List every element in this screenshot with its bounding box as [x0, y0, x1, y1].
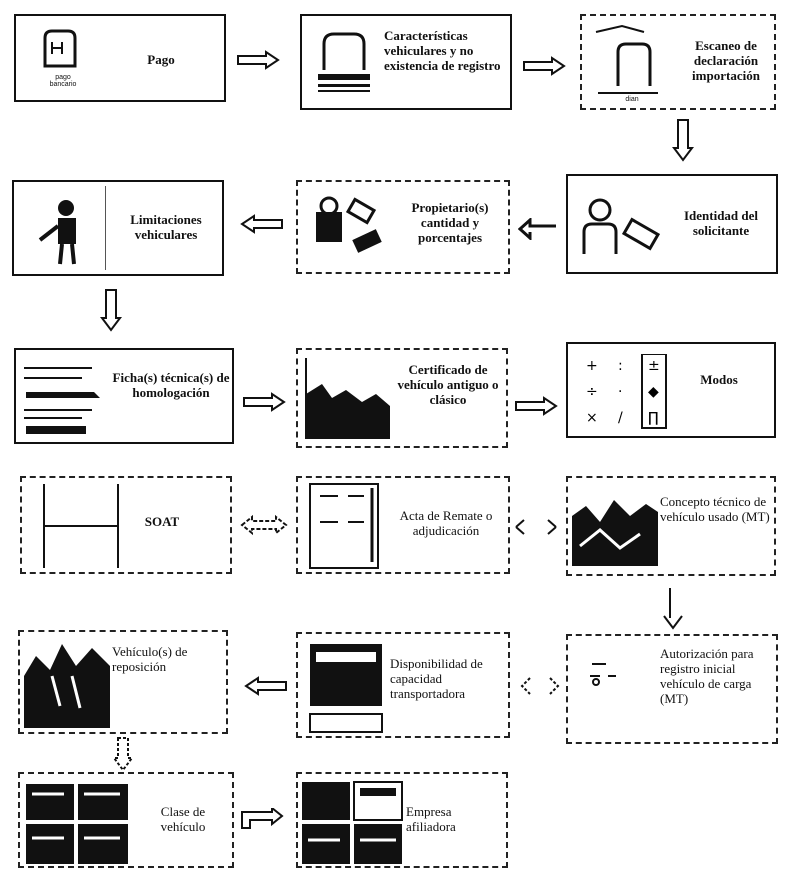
arrow-right-2: [523, 56, 566, 76]
arrow-both-3: [520, 677, 560, 695]
svg-text:÷: ÷: [586, 384, 598, 400]
collage-icon: [26, 784, 128, 864]
grid-symbols-icon: + : ± ÷ · ◆ × / ∏: [586, 354, 667, 429]
svg-text:×: ×: [586, 410, 598, 426]
arrow-down-1: [672, 119, 694, 162]
label-autorizacion: Autorización para registro inicial vehíc…: [660, 646, 754, 706]
node-soat[interactable]: SOAT: [20, 476, 232, 574]
document-stack-icon: [318, 32, 370, 92]
small-doc-icon: [590, 663, 616, 686]
photo-icon: [24, 644, 110, 728]
person-figure-icon: [38, 200, 76, 265]
label-certificado: Certificado de vehículo antiguo o clásic…: [397, 362, 499, 407]
svg-text:∏: ∏: [648, 410, 659, 426]
node-acta[interactable]: Acta de Remate o adjudicación: [296, 476, 510, 574]
node-identidad[interactable]: Identidad del solicitante: [566, 174, 778, 274]
label-empresa: Empresa afiliadora: [406, 804, 456, 834]
svg-text:+: +: [586, 358, 598, 374]
photo-icon: [305, 358, 390, 439]
table-lines-icon: [43, 484, 119, 568]
photo-icon: [309, 644, 383, 733]
label-disponibilidad: Disponibilidad de capacidad transportado…: [390, 656, 483, 701]
label-reposicion: Vehículo(s) de reposición: [112, 644, 188, 674]
node-empresa[interactable]: Empresa afiliadora: [296, 772, 508, 868]
label-declaracion: Escaneo de declaración importación: [692, 38, 760, 83]
svg-text:±: ±: [648, 358, 660, 374]
label-soat: SOAT: [144, 514, 180, 529]
node-declaracion[interactable]: dian Escaneo de declaración importación: [580, 14, 776, 110]
label-clase: Clase de vehículo: [160, 804, 206, 834]
label-acta: Acta de Remate o adjudicación: [399, 508, 493, 538]
node-clase[interactable]: Clase de vehículo: [18, 772, 234, 868]
label-propietarios: Propietario(s) cantidad y porcentajes: [411, 200, 489, 245]
svg-text:·: ·: [618, 384, 622, 400]
node-reposicion[interactable]: Vehículo(s) de reposición: [18, 630, 228, 734]
label-limitaciones: Limitaciones vehiculares: [130, 212, 202, 242]
arrow-left-1: [518, 218, 556, 240]
photo-icon: [572, 500, 658, 566]
node-autorizacion[interactable]: Autorización para registro inicial vehíc…: [566, 634, 778, 744]
arrow-both-2: [515, 519, 557, 535]
label-identidad: Identidad del solicitante: [683, 208, 759, 238]
arrow-right-1: [237, 50, 280, 70]
people-card-icon: [316, 196, 382, 253]
node-propietarios[interactable]: Propietario(s) cantidad y porcentajes: [296, 180, 510, 274]
label-modos: Modos: [700, 372, 738, 387]
label-ficha: Ficha(s) técnica(s) de homologación: [112, 370, 230, 400]
node-limitaciones[interactable]: Limitaciones vehiculares: [12, 180, 224, 276]
person-card-icon: [582, 198, 661, 254]
arrow-left-3: [244, 676, 287, 696]
label-concepto: Concepto técnico de vehículo usado (MT): [660, 494, 770, 524]
node-concepto[interactable]: Concepto técnico de vehículo usado (MT): [566, 476, 776, 576]
svg-text:◆: ◆: [648, 384, 659, 400]
vehicle-lines-icon: [24, 367, 100, 434]
arrow-left-2: [240, 214, 283, 234]
arrow-right-4: [515, 396, 558, 416]
document-scan-icon: [595, 24, 658, 94]
collage-icon: [302, 781, 403, 864]
declaracion-caption: dian: [625, 96, 639, 103]
label-caracteristicas: Características vehiculares y no existen…: [384, 28, 501, 73]
arrow-right-5: [241, 808, 284, 829]
node-ficha[interactable]: Ficha(s) técnica(s) de homologación: [14, 348, 234, 444]
arrow-right-3: [243, 392, 286, 412]
document-icon: [43, 29, 77, 68]
node-certificado[interactable]: Certificado de vehículo antiguo o clásic…: [296, 348, 508, 448]
svg-text:/: /: [618, 410, 623, 426]
label-pago: Pago: [147, 52, 175, 67]
arrow-down-3: [663, 588, 683, 630]
node-modos[interactable]: + : ± ÷ · ◆ × / ∏ Modos: [566, 342, 776, 438]
page-icon: [309, 483, 379, 569]
arrow-both-1: [240, 514, 288, 536]
arrow-down-2: [100, 289, 122, 332]
arrow-down-4: [112, 737, 134, 772]
svg-text::: :: [618, 358, 623, 374]
node-disponibilidad[interactable]: Disponibilidad de capacidad transportado…: [296, 632, 510, 738]
node-caracteristicas[interactable]: Características vehiculares y no existen…: [300, 14, 512, 110]
